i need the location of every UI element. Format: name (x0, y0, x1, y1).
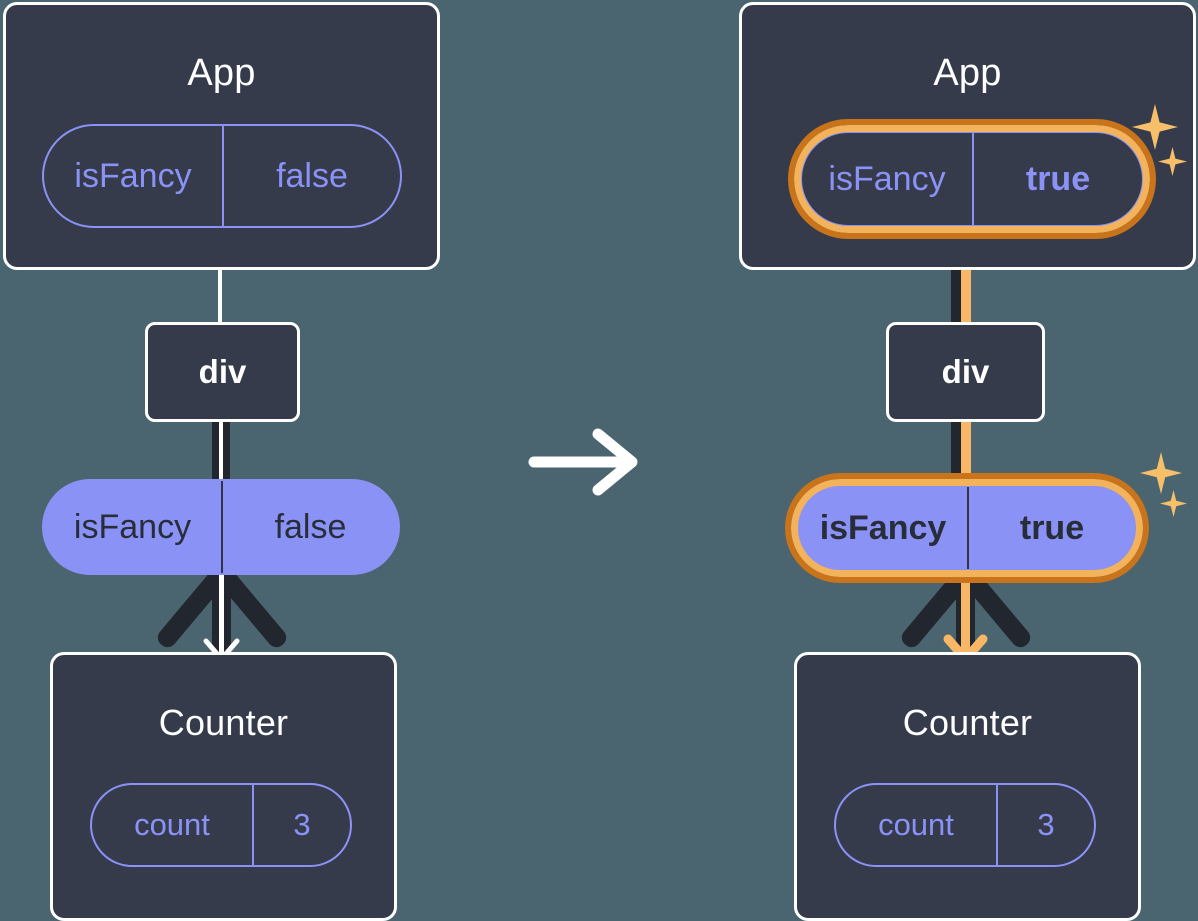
prop-pill-value-before: false (221, 481, 398, 573)
state-pill-isfancy-before[interactable]: isFancy false (42, 124, 402, 228)
counter-title-before: Counter (158, 702, 289, 743)
app-title-before: App (187, 52, 256, 94)
transition-right-arrow-icon (528, 428, 638, 496)
counter-title-after: Counter (902, 702, 1033, 743)
counter-state-pill-value-after: 3 (995, 785, 1094, 865)
connector-app-to-div-after-orange (961, 228, 971, 328)
div-element-label-before: div (198, 353, 247, 390)
connector-div-to-prop-after-orange (961, 420, 971, 486)
connector-div-to-prop-before-white (219, 420, 223, 482)
sparkle-large-icon-prop (1140, 452, 1182, 494)
state-pill-name-after: isFancy (828, 159, 946, 198)
counter-state-pill-name-before: count (134, 807, 210, 842)
prop-pill-name-before: isFancy (73, 507, 192, 546)
counter-state-pill-after[interactable]: count 3 (834, 783, 1096, 867)
div-element-box-after[interactable]: div (886, 322, 1045, 422)
app-title-after: App (933, 52, 1002, 94)
prop-pill-isfancy-before[interactable]: isFancy false (42, 479, 400, 575)
counter-state-pill-value-before: 3 (251, 785, 350, 865)
state-pill-name-before: isFancy (74, 156, 192, 195)
connector-app-to-div-before (218, 268, 222, 326)
state-pill-value-before: false (222, 126, 400, 226)
counter-state-pill-name-after: count (878, 807, 954, 842)
state-pill-value-after: true (972, 133, 1142, 225)
counter-state-pill-before[interactable]: count 3 (90, 783, 352, 867)
div-element-label-after: div (941, 353, 990, 390)
prop-pill-name-after: isFancy (819, 508, 947, 547)
prop-pill-isfancy-after[interactable]: isFancy true (797, 485, 1137, 571)
prop-pill-value-after: true (967, 487, 1135, 569)
sparkle-small-icon-prop (1160, 490, 1187, 517)
div-element-box-before[interactable]: div (145, 322, 300, 422)
state-pill-isfancy-after[interactable]: isFancy true (800, 131, 1144, 227)
